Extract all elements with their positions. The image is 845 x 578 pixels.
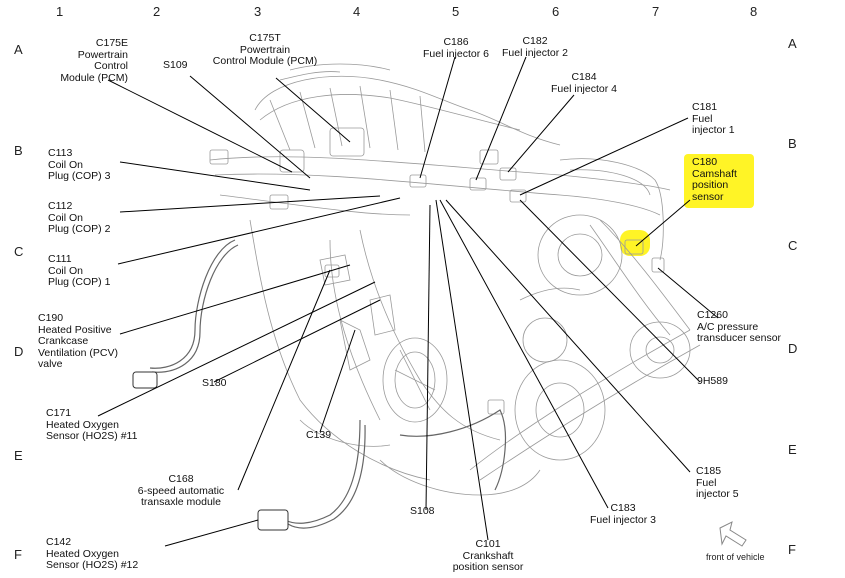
grid-col-1: 1 (56, 4, 64, 19)
grid-col-5: 5 (452, 4, 460, 19)
wiring-harness (149, 239, 507, 529)
label-s109: S109 (163, 59, 188, 71)
front-of-vehicle-label: front of vehicle (706, 552, 765, 562)
grid-row-c-left: C (14, 244, 24, 259)
grid-col-7: 7 (652, 4, 660, 19)
grid-row-e-right: E (788, 442, 797, 457)
camshaft-label-highlight (684, 154, 754, 208)
grid-row-d-right: D (788, 341, 798, 356)
grid-row-f-right: F (788, 542, 796, 557)
grid-row-e-left: E (14, 448, 23, 463)
leader-lines (97, 56, 719, 547)
grid-row-f-left: F (14, 547, 22, 562)
front-arrow-icon (719, 521, 747, 547)
label-s108: S108 (410, 505, 435, 517)
label-s180: S180 (202, 377, 227, 389)
grid-row-d-left: D (14, 344, 24, 359)
grid-col-8: 8 (750, 4, 758, 19)
grid-row-a-right: A (788, 36, 797, 51)
label-c139: C139 (306, 429, 332, 441)
label-9h589: 9H589 (697, 375, 728, 387)
grid-row-a-left: A (14, 42, 23, 57)
grid-col-4: 4 (353, 4, 361, 19)
grid-row-b-right: B (788, 136, 797, 151)
grid-col-3: 3 (254, 4, 262, 19)
grid-row-c-right: C (788, 238, 798, 253)
grid-col-2: 2 (153, 4, 161, 19)
grid-col-6: 6 (552, 4, 560, 19)
grid-row-b-left: B (14, 143, 23, 158)
